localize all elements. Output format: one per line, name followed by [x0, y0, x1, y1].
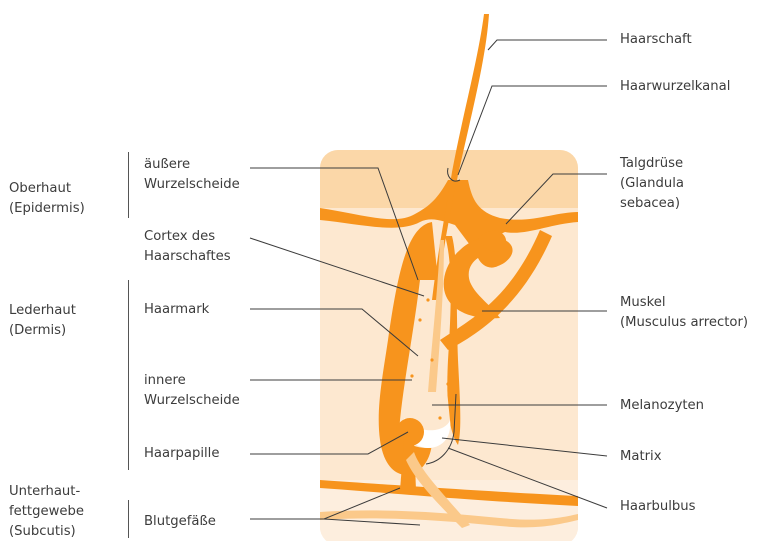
- label-oberhaut: Oberhaut (Epidermis): [9, 179, 85, 219]
- oberhaut-line1: Oberhaut: [9, 179, 85, 199]
- cortex-line1: Cortex des: [144, 227, 231, 247]
- aeussere-line2: Wurzelscheide: [144, 175, 240, 195]
- label-haarpapille: Haarpapille: [144, 444, 219, 464]
- label-haarwurzelkanal: Haarwurzelkanal: [620, 77, 730, 97]
- muskel-line1: Muskel: [620, 293, 748, 313]
- aeussere-line1: äußere: [144, 155, 240, 175]
- label-talgdruese: Talgdrüse (Glandula sebacea): [620, 154, 684, 214]
- oberhaut-line2: (Epidermis): [9, 199, 85, 219]
- label-haarmark: Haarmark: [144, 300, 209, 320]
- talgdruese-line1: Talgdrüse: [620, 154, 684, 174]
- label-muskel: Muskel (Musculus arrector): [620, 293, 748, 333]
- subcutis-bracket: [128, 500, 129, 538]
- lederhaut-line1: Lederhaut: [9, 301, 76, 321]
- talgdruese-line2: (Glandula: [620, 174, 684, 194]
- label-matrix: Matrix: [620, 447, 662, 467]
- label-aeussere-wurzelscheide: äußere Wurzelscheide: [144, 155, 240, 195]
- cortex-line2: Haarschaftes: [144, 247, 231, 267]
- label-haarschaft: Haarschaft: [620, 30, 692, 50]
- label-haarbulbus: Haarbulbus: [620, 497, 696, 517]
- muskel-line2: (Musculus arrector): [620, 313, 748, 333]
- label-innere-wurzelscheide: innere Wurzelscheide: [144, 371, 240, 411]
- label-blutgefaesse: Blutgefäße: [144, 512, 216, 532]
- label-melanozyten: Melanozyten: [620, 396, 704, 416]
- label-unterhaut: Unterhaut- fettgewebe (Subcutis): [9, 482, 84, 541]
- innere-line1: innere: [144, 371, 240, 391]
- dermis-bracket: [128, 280, 129, 470]
- epidermis-bracket: [128, 152, 129, 218]
- innere-line2: Wurzelscheide: [144, 391, 240, 411]
- label-cortex: Cortex des Haarschaftes: [144, 227, 231, 267]
- unterhaut-line3: (Subcutis): [9, 522, 84, 541]
- lederhaut-line2: (Dermis): [9, 321, 76, 341]
- label-lederhaut: Lederhaut (Dermis): [9, 301, 76, 341]
- talgdruese-line3: sebacea): [620, 194, 684, 214]
- unterhaut-line2: fettgewebe: [9, 502, 84, 522]
- unterhaut-line1: Unterhaut-: [9, 482, 84, 502]
